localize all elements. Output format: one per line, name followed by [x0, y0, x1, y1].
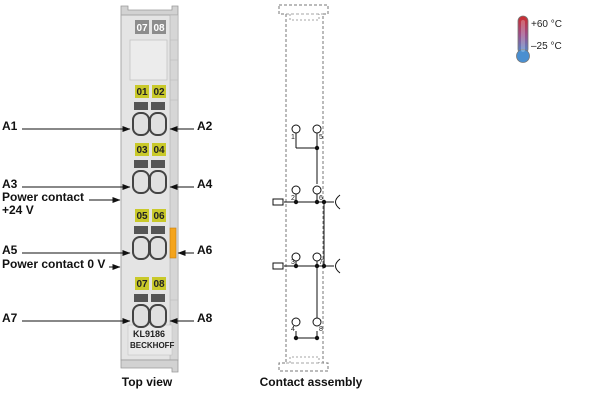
label-a5: A5: [2, 243, 18, 257]
contact-terminal: [291, 252, 301, 262]
temperature-min: –25 °C: [531, 41, 562, 52]
contact-terminal: [312, 317, 322, 327]
power-contact-plug-24v: [272, 198, 284, 206]
chip-label: 03: [136, 145, 148, 156]
power-led-stripe: [169, 227, 177, 259]
chip-label: 07: [136, 23, 148, 34]
contact-number: 2: [291, 195, 295, 202]
contact-terminal: [291, 124, 301, 134]
terminal-slot[interactable]: [149, 170, 167, 194]
chip: 01: [135, 85, 149, 98]
chip: 07: [135, 277, 149, 290]
spring-contact-0v: [335, 258, 341, 274]
contact-assembly: 1 5 2 6 3 7 4 8: [272, 4, 341, 372]
label-a3: A3: [2, 177, 18, 191]
chip: 04: [152, 143, 166, 156]
chip-label: 06: [153, 211, 165, 222]
label-a8: A8: [197, 311, 213, 325]
chip-label: 01: [136, 87, 148, 98]
chip: 05: [135, 209, 149, 222]
power-contact-plug-0v: [272, 262, 284, 270]
caption-contact-assembly: Contact assembly: [260, 375, 363, 389]
spring-terminals: [132, 102, 167, 328]
chip-label: 07: [136, 279, 148, 290]
terminal-slot[interactable]: [149, 112, 167, 136]
chip-label: 05: [136, 211, 148, 222]
label-a6: A6: [197, 243, 213, 257]
label-a1: A1: [2, 119, 18, 133]
label-power-24v-value: +24 V: [2, 203, 34, 217]
chip-label: 08: [153, 279, 165, 290]
terminal-slot[interactable]: [132, 170, 150, 194]
contact-number: 1: [291, 134, 295, 141]
terminal-slot[interactable]: [149, 236, 167, 260]
caption-top-view: Top view: [122, 375, 173, 389]
terminal-slot[interactable]: [132, 112, 150, 136]
terminal-slot[interactable]: [132, 236, 150, 260]
temperature-max: +60 °C: [531, 19, 562, 30]
chip-label: 08: [153, 23, 165, 34]
left-annotations: A1 A3 Power contact +24 V A5 Power conta…: [2, 119, 131, 325]
contact-number: 4: [291, 326, 295, 333]
thermometer-icon: [516, 15, 530, 63]
chip: 08: [152, 277, 166, 290]
contact-number: 3: [291, 259, 295, 266]
chip: 08: [152, 20, 166, 34]
chip-label: 02: [153, 87, 165, 98]
label-power-24v: Power contact: [2, 190, 84, 204]
label-a7: A7: [2, 311, 18, 325]
model-label: KL9186: [133, 329, 165, 339]
chip: 03: [135, 143, 149, 156]
terminal-slot[interactable]: [149, 304, 167, 328]
contact-number: 5: [319, 134, 323, 141]
chip: 07: [135, 20, 149, 34]
brand-label: BECKHOFF: [130, 341, 175, 350]
label-a4: A4: [197, 177, 213, 191]
contact-terminal: [291, 317, 301, 327]
chip: 06: [152, 209, 166, 222]
label-a2: A2: [197, 119, 213, 133]
contact-terminal: [312, 124, 322, 134]
chip: 02: [152, 85, 166, 98]
contact-terminal: [291, 185, 301, 195]
contact-number: 6: [319, 195, 323, 202]
right-annotations: A2 A4 A6 A8: [169, 119, 213, 325]
label-power-0v: Power contact 0 V: [2, 257, 105, 271]
contact-number: 7: [319, 259, 323, 266]
contact-terminal: [312, 185, 322, 195]
chip-labels: 07 08 01 02 03 04 05 06: [135, 20, 166, 290]
contact-number: 8: [319, 326, 323, 333]
spring-contact-24v: [335, 194, 341, 210]
contact-terminal: [312, 252, 322, 262]
chip-label: 04: [153, 145, 165, 156]
terminal-slot[interactable]: [132, 304, 150, 328]
